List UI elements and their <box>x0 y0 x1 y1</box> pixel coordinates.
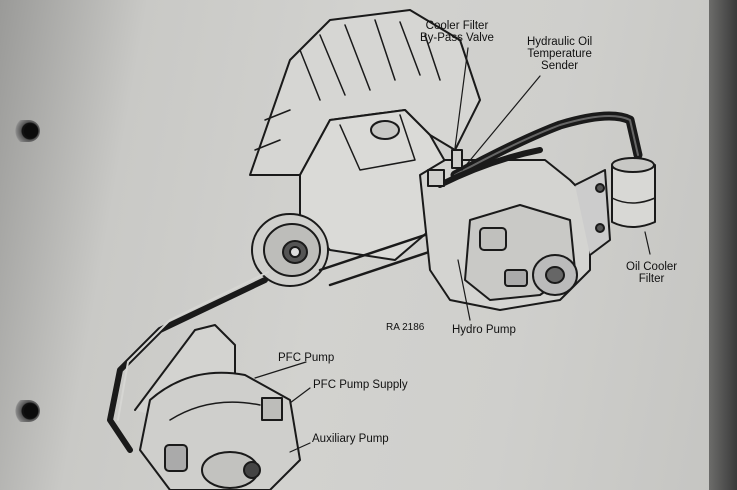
label-pfc-pump-supply: PFC Pump Supply <box>313 379 408 391</box>
label-hydraulic-oil-temp-sender: Hydraulic Oil Temperature Sender <box>527 36 593 72</box>
figure-code: RA 2186 <box>386 322 425 333</box>
binder-ring-icon <box>0 120 40 142</box>
pfc-supply-fitting <box>261 397 283 421</box>
hydro-pump-assembly <box>419 159 611 311</box>
crank-pulley <box>251 213 329 287</box>
pfc-pump <box>139 371 301 490</box>
bypass-valve <box>427 169 445 187</box>
leader-lines <box>254 47 651 453</box>
temperature-sender <box>451 149 463 169</box>
label-pfc-pump: PFC Pump <box>278 352 335 364</box>
binder-ring-icon <box>0 400 40 422</box>
label-hydro-pump: Hydro Pump <box>452 324 516 336</box>
oil-cooler-filter-canister <box>611 157 656 228</box>
label-oil-cooler-filter: Oil Cooler Filter <box>626 261 678 285</box>
label-cooler-filter-bypass-valve: Cooler Filter By-Pass Valve <box>420 20 494 44</box>
binder-edge <box>709 0 737 490</box>
drive-belt <box>107 277 268 453</box>
return-hose <box>437 147 543 188</box>
label-auxiliary-pump: Auxiliary Pump <box>312 433 389 445</box>
